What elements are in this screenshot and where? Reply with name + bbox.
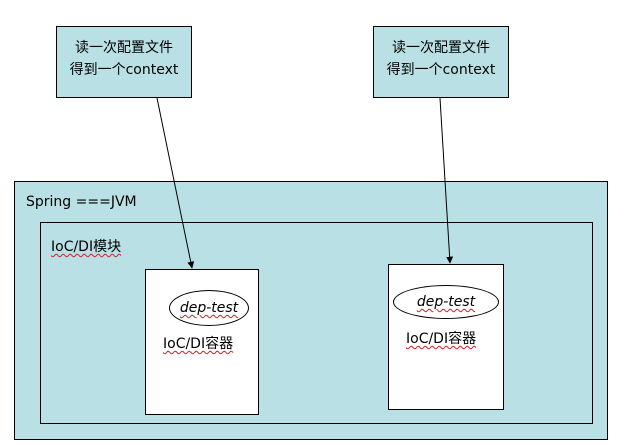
bean-label-left: dep-test [179,300,239,316]
config-note-right-line2: 得到一个context [386,62,496,78]
config-note-right-line1: 读一次配置文件 [392,40,490,56]
config-note-right: 读一次配置文件 得到一个context [373,26,509,98]
ioc-module-box [40,222,593,424]
bean-ellipse-right: dep-test [393,285,499,319]
bean-ellipse-left: dep-test [169,290,249,326]
config-note-left-line2: 得到一个context [69,62,179,78]
bean-label-right: dep-test [416,294,476,310]
config-note-left: 读一次配置文件 得到一个context [56,26,192,98]
ioc-module-label: IoC/DI模块 [51,239,122,255]
config-note-left-line1: 读一次配置文件 [75,40,173,56]
ioc-container-left-label: IoC/DI容器 [163,336,234,352]
spring-jvm-label: Spring ===JVM [26,194,137,210]
ioc-container-right-label: IoC/DI容器 [406,331,477,347]
